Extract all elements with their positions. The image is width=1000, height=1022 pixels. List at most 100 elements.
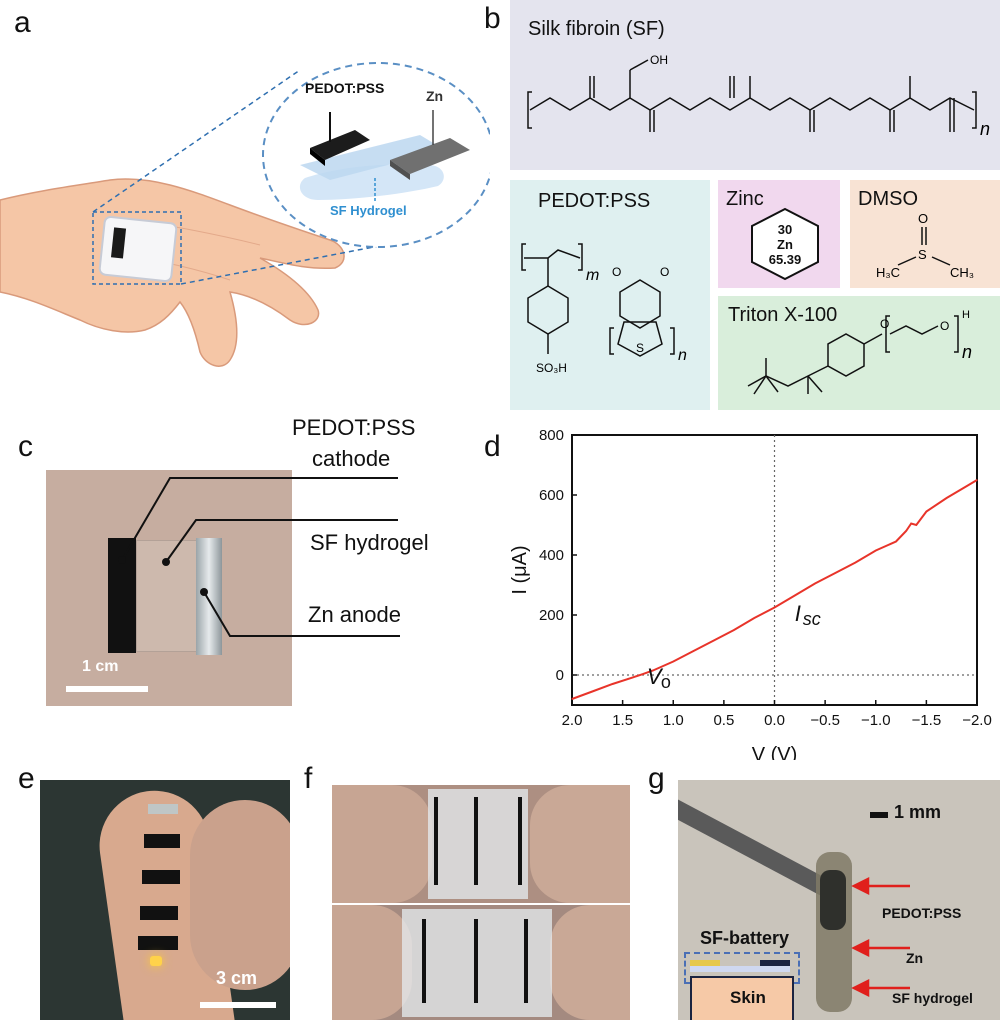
label-anode: Zn anode — [308, 602, 401, 627]
panel-f-photo-bottom — [332, 905, 630, 1020]
svg-text:O: O — [880, 317, 889, 331]
svg-text:n: n — [962, 342, 972, 362]
iv-curve-point — [591, 690, 593, 693]
svg-text:CH₃: CH₃ — [950, 265, 974, 280]
iv-curve-point — [773, 606, 776, 609]
svg-text:n: n — [678, 347, 687, 364]
y-tick-label: 0 — [556, 667, 564, 684]
zinc-title: Zinc — [726, 188, 764, 210]
annotation-vo-sub: o — [661, 672, 671, 692]
svg-text:H₃C: H₃C — [876, 265, 900, 280]
x-tick-label: −0.5 — [810, 712, 840, 729]
svg-text:S: S — [918, 247, 927, 262]
iv-curve-point — [854, 561, 857, 564]
panel-label-d: d — [484, 430, 501, 463]
triton-box — [718, 296, 1000, 410]
zoom-source-box — [92, 211, 182, 285]
zinc-number: 30 — [777, 222, 793, 237]
x-tick-label: 1.0 — [663, 712, 684, 729]
zinc-hexagon-icon — [751, 207, 819, 281]
inset-title: SF-battery — [700, 928, 790, 948]
label-cathode-1: PEDOT:PSS — [292, 415, 416, 440]
silk-fibroin-structure: OH n — [527, 53, 990, 139]
dmso-box — [850, 180, 1000, 288]
iv-curve-point — [966, 485, 968, 487]
iv-curve-point — [905, 530, 907, 532]
led-icon — [150, 956, 162, 966]
device-patch — [98, 215, 178, 283]
y-axis-label: I (μA) — [509, 545, 531, 594]
pedot-title: PEDOT:PSS — [538, 190, 651, 212]
x-tick-label: 1.5 — [612, 712, 633, 729]
iv-curve-point — [632, 676, 634, 678]
iv-curve-point — [976, 479, 978, 481]
iv-curve-point — [733, 629, 735, 631]
battery-cell-3 — [142, 870, 180, 884]
y-tick-label: 600 — [539, 487, 564, 504]
iv-curve-point — [571, 698, 573, 700]
svg-text:m: m — [586, 267, 599, 284]
iv-curve-point — [672, 660, 674, 663]
iv-curve-point — [946, 497, 948, 499]
iv-curve-point — [652, 669, 654, 672]
panel-g-arrows — [851, 876, 910, 998]
battery-cell-5 — [138, 936, 178, 950]
svg-text:OH: OH — [650, 53, 668, 67]
battery-cell-4 — [140, 906, 178, 920]
panel-c-leaders — [118, 477, 400, 637]
iv-curve-point — [925, 510, 927, 513]
scale-bar-g — [870, 812, 888, 818]
svg-text:H: H — [962, 309, 970, 321]
x-axis-label: V (V) — [752, 744, 798, 760]
annotation-isc: I — [795, 601, 801, 626]
skin-layer — [690, 976, 794, 1020]
x-tick-label: −1.5 — [912, 712, 942, 729]
x-tick-label: −2.0 — [962, 712, 992, 729]
iv-curve-point — [713, 639, 715, 642]
iv-curve-point — [692, 650, 695, 652]
y-tick-label: 400 — [539, 547, 564, 564]
iv-curve-point — [895, 540, 897, 543]
panel-label-f: f — [304, 762, 313, 795]
y-tick-label: 200 — [539, 607, 564, 624]
x-tick-label: 0.5 — [713, 712, 734, 729]
svg-text:O: O — [918, 211, 928, 226]
label-sf-a: SF Hydrogel — [330, 203, 407, 218]
annotation-isc-sub: sc — [803, 609, 821, 629]
scale-label-c: 1 cm — [82, 658, 119, 675]
silk-fibroin-title: Silk fibroin (SF) — [528, 18, 665, 40]
x-tick-label: −1.0 — [861, 712, 891, 729]
triton-title: Triton X-100 — [728, 304, 838, 326]
tweezers — [678, 791, 830, 897]
iv-curve-point — [753, 617, 755, 619]
label-cathode-2: cathode — [312, 446, 391, 471]
label-pedot-a: PEDOT:PSS — [305, 80, 385, 96]
label-g-pedot: PEDOT:PSS — [882, 905, 962, 921]
zinc-mass: 65.39 — [768, 252, 802, 267]
panel-label-g: g — [648, 762, 665, 795]
scale-bar-c — [66, 686, 148, 692]
annotation-vo: V — [647, 664, 664, 689]
scale-label-g: 1 mm — [894, 802, 942, 822]
iv-curve-point — [611, 683, 614, 685]
stretchable-device-top — [428, 789, 528, 899]
iv-curve-point — [910, 522, 912, 525]
zn-electrode — [390, 138, 470, 174]
svg-text:O: O — [612, 265, 621, 279]
label-zn-a: Zn — [426, 88, 444, 104]
silk-fibroin-box — [510, 0, 1000, 170]
pedot-box — [510, 180, 710, 410]
panel-f-photo-top — [332, 785, 630, 903]
panel-label-e: e — [18, 762, 35, 795]
svg-text:O: O — [660, 265, 669, 279]
iv-curve-point — [642, 673, 644, 675]
panel-label-a: a — [14, 6, 31, 39]
scale-bar-e — [200, 1002, 276, 1008]
iv-curve-point — [794, 594, 796, 597]
svg-text:O: O — [940, 319, 949, 333]
inset-skin-label: Skin — [730, 988, 766, 1007]
panel-label-b: b — [484, 2, 501, 35]
svg-text:S: S — [636, 341, 644, 355]
pedot-structure: m n SO₃H S O O — [521, 243, 687, 375]
